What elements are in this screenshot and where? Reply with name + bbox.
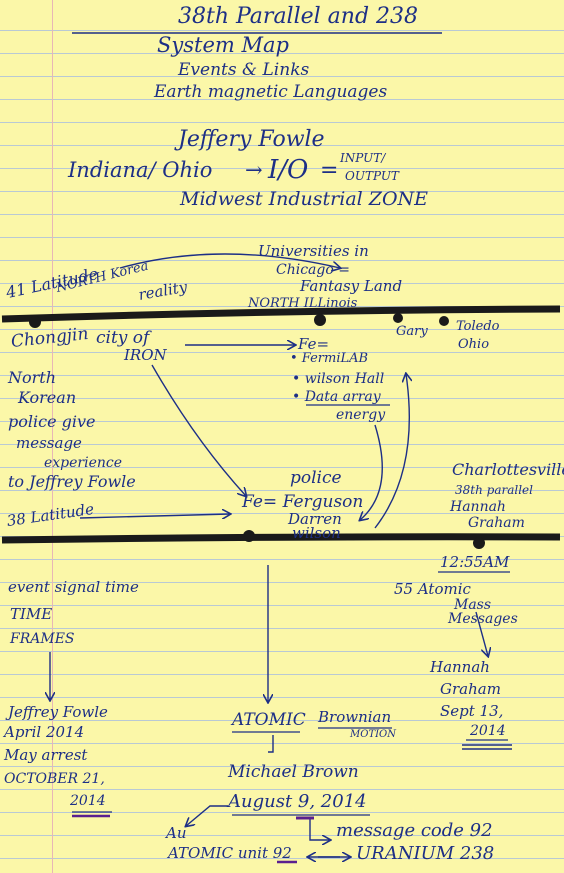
north-illinois-label: NORTH ILLinois <box>248 296 358 311</box>
year-2014-hannah: 2014 <box>470 723 506 739</box>
time-label: TIME <box>10 605 53 623</box>
header-events-links: Events & Links <box>178 60 310 80</box>
year-2014-fowle: 2014 <box>70 793 106 809</box>
sept-13-label: Sept 13, <box>440 702 504 720</box>
fowle-october-label: OCTOBER 21, <box>4 771 105 787</box>
energy-label: energy <box>336 407 386 423</box>
fe-ferguson-label: Fe= Ferguson <box>242 492 364 512</box>
fe-label: Fe= <box>298 335 330 353</box>
io-equals: = <box>320 158 339 183</box>
brownian-label: Brownian <box>318 708 392 726</box>
fowle-april-label: April 2014 <box>4 723 85 741</box>
header-system-map: System Map <box>157 33 289 57</box>
arrow-iron-to-ferguson <box>151 364 246 496</box>
north-label: North <box>8 368 57 387</box>
atomic-mass-label-3: Messages <box>448 611 518 627</box>
dot-charlottesville <box>473 537 485 549</box>
io-output: OUTPUT <box>345 169 399 183</box>
author-name: Jeffery Fowle <box>178 127 325 152</box>
arrow-mass-to-hannah <box>475 611 488 656</box>
fermilab-item: • FermiLAB <box>290 351 369 366</box>
wilson-label: wilson <box>292 524 341 542</box>
states-label: Indiana/ Ohio <box>68 158 213 182</box>
page-title: 38th Parallel and 238 <box>178 4 419 29</box>
arrow-august-to-au <box>186 805 228 826</box>
arrow-atomic-to-michael <box>268 735 274 753</box>
motion-label: MOTION <box>350 729 397 740</box>
iron-label: IRON <box>124 346 167 364</box>
graham-label-top: Graham <box>468 515 525 531</box>
dot-gary <box>393 313 403 323</box>
police-give-label: police give <box>8 412 96 431</box>
fowle-may-label: May arrest <box>4 746 88 764</box>
latitude-41-bar <box>1 305 561 323</box>
time-1255-label: 12:55AM <box>440 553 510 571</box>
io-label: I/O <box>268 155 309 185</box>
frames-label: FRAMES <box>10 631 75 647</box>
atomic-mass-label-1: 55 Atomic <box>394 580 471 598</box>
arrow-korea-to-chicago <box>119 253 340 268</box>
universities-label: Universities in <box>258 242 369 260</box>
dot-toledo <box>439 316 449 326</box>
dot-fe <box>314 314 326 326</box>
wilson-hall-item: • wilson Hall <box>292 371 385 387</box>
graham-label: Graham <box>440 680 501 698</box>
atomic-unit-label: ATOMIC unit 92 <box>168 844 292 862</box>
data-array-item: • Data array <box>292 389 381 405</box>
industrial-zone: Midwest Industrial ZONE <box>180 188 429 210</box>
city-of-label: city of <box>96 328 150 348</box>
dot-ferguson <box>243 530 255 542</box>
message-label: message <box>16 434 82 452</box>
gary-label: Gary <box>396 324 428 339</box>
ohio-label: Ohio <box>458 337 490 352</box>
korean-label: Korean <box>18 388 77 407</box>
dot-chongjin <box>29 316 41 328</box>
fowle-name-label: Jeffrey Fowle <box>8 703 108 721</box>
event-signal-time-label: event signal time <box>8 578 139 596</box>
scribble-2014-hannah <box>462 744 512 750</box>
arrow-38-to-ferguson <box>79 514 230 518</box>
arrow-wilson-to-data <box>374 374 409 529</box>
atomic-mass-label-2: Mass <box>454 597 492 613</box>
arrow-right-icon: → <box>245 158 263 182</box>
michael-brown-label: Michael Brown <box>228 762 359 782</box>
hannah-label-top: Hannah <box>450 499 506 515</box>
to-jeffrey-fowle-label: to Jeffrey Fowle <box>8 472 136 491</box>
latitude-38-bar <box>1 533 561 544</box>
experience-label: experience <box>44 455 123 471</box>
charlottesville-label: Charlottesville <box>452 460 564 479</box>
arrow-august-to-code <box>309 818 330 840</box>
police-label: police <box>290 468 342 488</box>
uranium-label: URANIUM 238 <box>356 843 495 864</box>
38th-parallel-label: 38th parallel <box>455 483 533 497</box>
header-earth-magnetic: Earth magnetic Languages <box>154 82 388 102</box>
au-label: Au <box>166 824 187 842</box>
margin-line <box>52 0 53 873</box>
hannah-label: Hannah <box>430 658 490 676</box>
io-input: INPUT/ <box>340 151 386 165</box>
arrow-data-to-wilson <box>360 424 383 520</box>
darren-label: Darren <box>288 510 342 528</box>
august-9-label: August 9, 2014 <box>228 791 367 812</box>
message-code-label: message code 92 <box>336 820 493 841</box>
fantasy-land-label: Fantasy Land <box>300 277 403 295</box>
chicago-label: Chicago = <box>276 262 350 278</box>
toledo-label: Toledo <box>456 319 500 334</box>
atomic-label: ATOMIC <box>232 710 306 730</box>
